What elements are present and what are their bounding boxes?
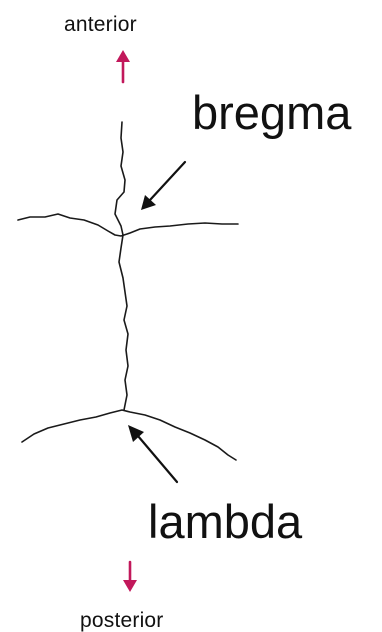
posterior-label: posterior (80, 610, 164, 631)
lambdoid-suture (22, 410, 236, 460)
anterior-label: anterior (64, 14, 137, 35)
bregma-pointer-arrow (141, 162, 185, 210)
coronal-suture (18, 214, 238, 236)
bregma-label: bregma (192, 89, 351, 136)
lambda-pointer-arrow (128, 425, 177, 482)
sagittal-suture (115, 122, 128, 410)
lambda-label: lambda (148, 498, 302, 545)
anterior-arrow (116, 50, 130, 82)
posterior-arrow (123, 562, 137, 592)
